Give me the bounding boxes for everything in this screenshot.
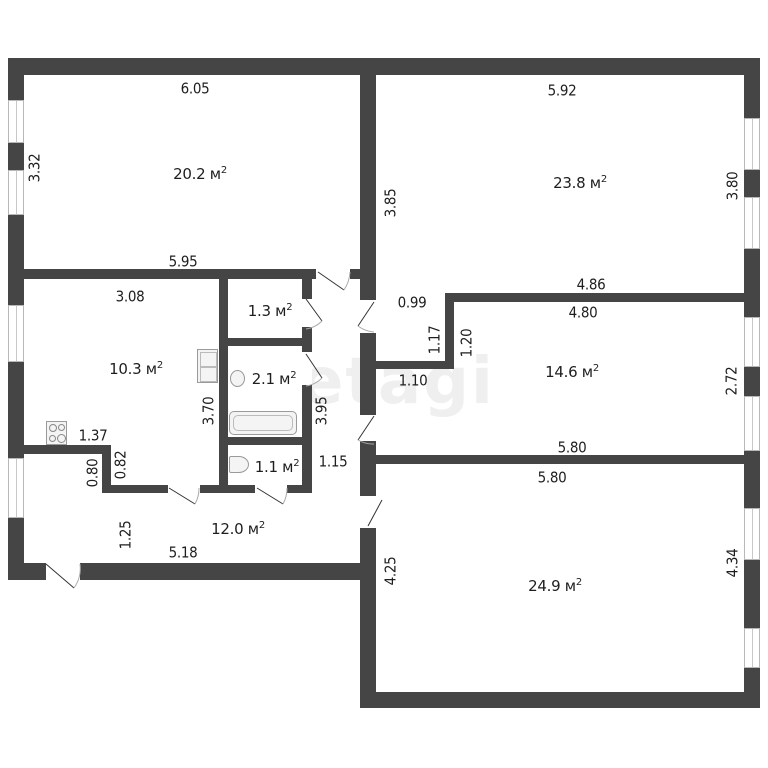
kitchen-sink-icon [197, 349, 218, 383]
dim-kitchen-step-outer: 0.80 [83, 458, 102, 488]
wall-between-middle-bottom [368, 455, 754, 464]
dim-room-top-right-bottom: 4.86 [576, 275, 606, 294]
area-room-top-left: 20.2 м2 [173, 165, 227, 183]
window-right-4 [744, 396, 760, 451]
wall-niche-vertical [445, 293, 454, 369]
wall-wetblock-right [302, 269, 312, 299]
door-room-top-right[interactable] [352, 298, 382, 338]
dim-room-top-left-top: 6.05 [180, 79, 210, 98]
wall-toilet-bottom [287, 485, 312, 493]
dim-room-middle-right-right: 2.72 [722, 366, 741, 396]
door-storage[interactable] [300, 295, 330, 335]
door-gap-room-middle-right [360, 415, 376, 441]
window-right-2 [744, 197, 760, 249]
wall-niche-horizontal [368, 361, 454, 369]
dim-niche-height-outer: 1.17 [425, 325, 444, 355]
dim-kitchen-right: 3.70 [199, 396, 218, 426]
dim-room-top-right-left: 3.85 [381, 188, 400, 218]
wall-central-low [360, 441, 376, 496]
window-right-5 [744, 508, 760, 560]
door-room-middle-right[interactable] [352, 410, 382, 450]
watermark: etagi [300, 345, 495, 419]
outer-wall-bottom-right [360, 692, 760, 708]
area-room-middle-right: 14.6 м2 [545, 363, 599, 381]
wall-stub-right [368, 455, 378, 464]
dim-room-middle-right-top: 4.80 [568, 303, 598, 322]
door-bathroom[interactable] [300, 350, 330, 390]
stove-icon [46, 421, 67, 445]
door-gap-entrance [46, 563, 80, 580]
window-right-3 [744, 317, 760, 367]
dim-room-bottom-right-top: 5.80 [537, 468, 567, 487]
dim-niche-width-bottom: 1.10 [398, 371, 428, 390]
wall-storage-bottom [219, 338, 309, 346]
dim-room-middle-right-bottom: 5.80 [557, 438, 587, 457]
dim-kitchen-top: 3.08 [115, 287, 145, 306]
dim-room-bottom-right-right: 4.34 [723, 548, 742, 578]
window-right-6 [744, 628, 760, 668]
area-toilet: 1.1 м2 [254, 458, 300, 476]
door-room-top-left[interactable] [310, 266, 360, 296]
dim-hall-bottom: 5.18 [168, 543, 198, 562]
area-room-top-right: 23.8 м2 [553, 174, 607, 192]
entrance-door[interactable] [42, 560, 84, 594]
dim-corridor-width: 1.15 [318, 452, 348, 471]
dim-kitchen-bottom-left: 1.37 [78, 426, 108, 445]
wall-kitchen-bottom-2 [200, 485, 255, 493]
door-gap-room-top-left [316, 269, 350, 279]
wall-bath-bottom [219, 437, 309, 445]
outer-wall-bottom-left [8, 563, 374, 580]
washbasin-icon [230, 370, 245, 387]
wall-kitchen-right [219, 269, 228, 493]
wall-under-room-top-left-right [350, 269, 366, 279]
door-room-bottom-right[interactable] [358, 494, 388, 534]
area-storage: 1.3 м2 [247, 302, 293, 320]
wall-central-mid [360, 333, 376, 415]
dim-room-bottom-right-left: 4.25 [381, 556, 400, 586]
dim-kitchen-step-inner: 0.82 [111, 450, 130, 480]
window-left-3 [8, 305, 24, 362]
outer-wall-top [8, 58, 760, 75]
door-kitchen[interactable] [165, 482, 205, 512]
dim-niche-height-inner: 1.20 [457, 328, 476, 358]
window-right-1 [744, 118, 760, 170]
door-gap-room-bottom-right [360, 496, 376, 528]
area-bathroom: 2.1 м2 [251, 370, 297, 388]
door-gap-storage [302, 299, 312, 327]
window-left-4 [8, 458, 24, 518]
toilet-icon [229, 456, 249, 473]
door-gap-bathroom [302, 352, 312, 385]
wall-under-room-top-left [8, 269, 316, 279]
area-room-bottom-right: 24.9 м2 [528, 577, 582, 595]
dim-room-top-right-top: 5.92 [547, 81, 577, 100]
dim-room-top-left-left: 3.32 [25, 153, 44, 183]
bathtub-icon [229, 411, 297, 435]
dim-hall-height: 1.25 [116, 520, 135, 550]
dim-room-top-left-bottom: 5.95 [168, 252, 198, 271]
area-kitchen: 10.3 м2 [109, 360, 163, 378]
wall-kitchen-bottom-1 [102, 485, 168, 493]
wall-kitchen-step-horizontal [8, 445, 110, 454]
dim-niche-width-top: 0.99 [397, 293, 427, 312]
area-hall: 12.0 м2 [211, 520, 265, 538]
wall-under-room-top-right [445, 293, 755, 302]
window-left-1 [8, 100, 24, 143]
dim-room-top-right-right: 3.80 [723, 171, 742, 201]
window-left-2 [8, 170, 24, 215]
door-toilet[interactable] [253, 482, 293, 512]
wall-central-top [360, 58, 376, 300]
wall-kitchen-step-vertical [102, 445, 111, 493]
door-gap-room-top-right [360, 300, 376, 333]
dim-corridor-length: 3.95 [312, 396, 331, 426]
